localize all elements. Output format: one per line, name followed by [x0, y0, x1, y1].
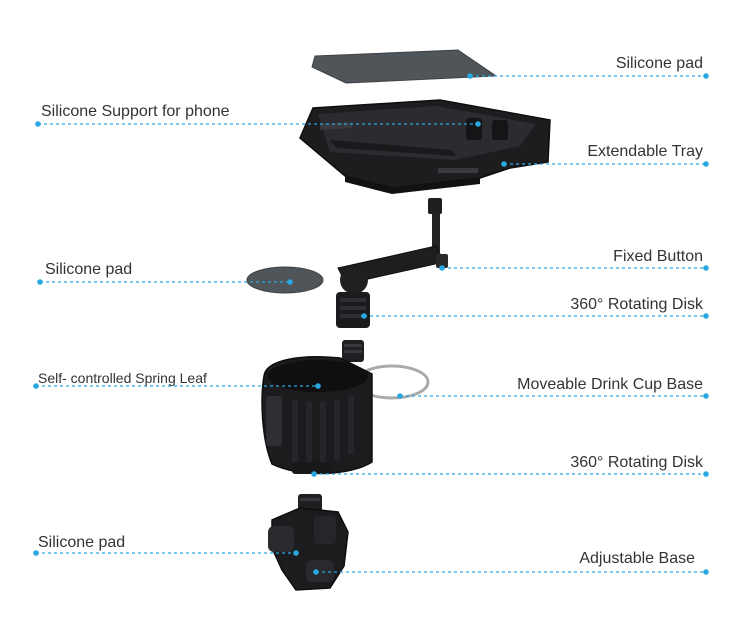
- label-silicone-pad-bottom: Silicone pad: [38, 534, 126, 551]
- silicone-pad-mid: [246, 266, 324, 294]
- silicone-pad-top: [311, 49, 498, 84]
- label-adjustable-base: Adjustable Base: [579, 550, 695, 567]
- label-drink-cup-base: Moveable Drink Cup Base: [517, 376, 703, 393]
- label-rotating-disk-upper: 360° Rotating Disk: [570, 296, 703, 313]
- label-spring-leaf: Self- controlled Spring Leaf: [38, 370, 207, 386]
- label-fixed-button: Fixed Button: [613, 248, 703, 265]
- label-rotating-disk-lower: 360° Rotating Disk: [570, 454, 703, 471]
- label-silicone-pad-top: Silicone pad: [615, 55, 703, 72]
- adjustable-base: [268, 494, 349, 591]
- leader-dots: [33, 73, 709, 575]
- extendable-tray: [299, 99, 551, 194]
- label-silicone-pad-mid: Silicone pad: [45, 261, 133, 278]
- drink-cup-base: [261, 340, 430, 475]
- label-silicone-support-phone: Silicone Support for phone: [41, 103, 230, 120]
- label-extendable-tray: Extendable Tray: [587, 143, 703, 160]
- leader-lines: [36, 75, 706, 573]
- support-arm: [336, 198, 448, 328]
